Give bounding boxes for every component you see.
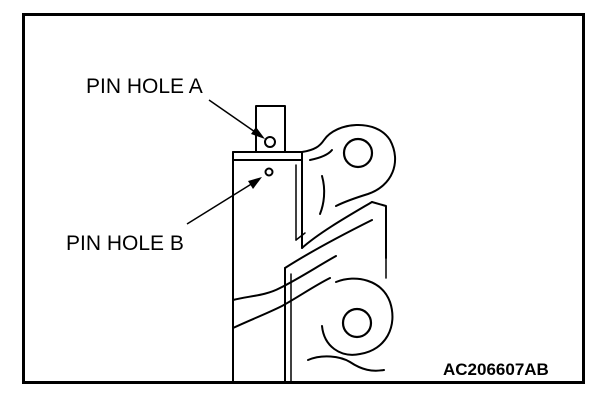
upper-boss: [301, 124, 396, 215]
pin-hole-a-marker: [264, 136, 276, 148]
diagonal-ribs: [232, 201, 387, 329]
pin-hole-b-marker: [264, 167, 274, 177]
bracket-body: [232, 151, 303, 383]
diagram-frame: [22, 13, 585, 384]
reference-code: AC206607AB: [443, 360, 549, 379]
pin-hole-a-label: PIN HOLE A: [86, 75, 203, 98]
lower-boss: [307, 257, 394, 372]
leader-arrow-b: [186, 177, 262, 225]
leader-arrow-a: [208, 99, 265, 139]
pin-hole-b-label: PIN HOLE B: [66, 232, 184, 255]
